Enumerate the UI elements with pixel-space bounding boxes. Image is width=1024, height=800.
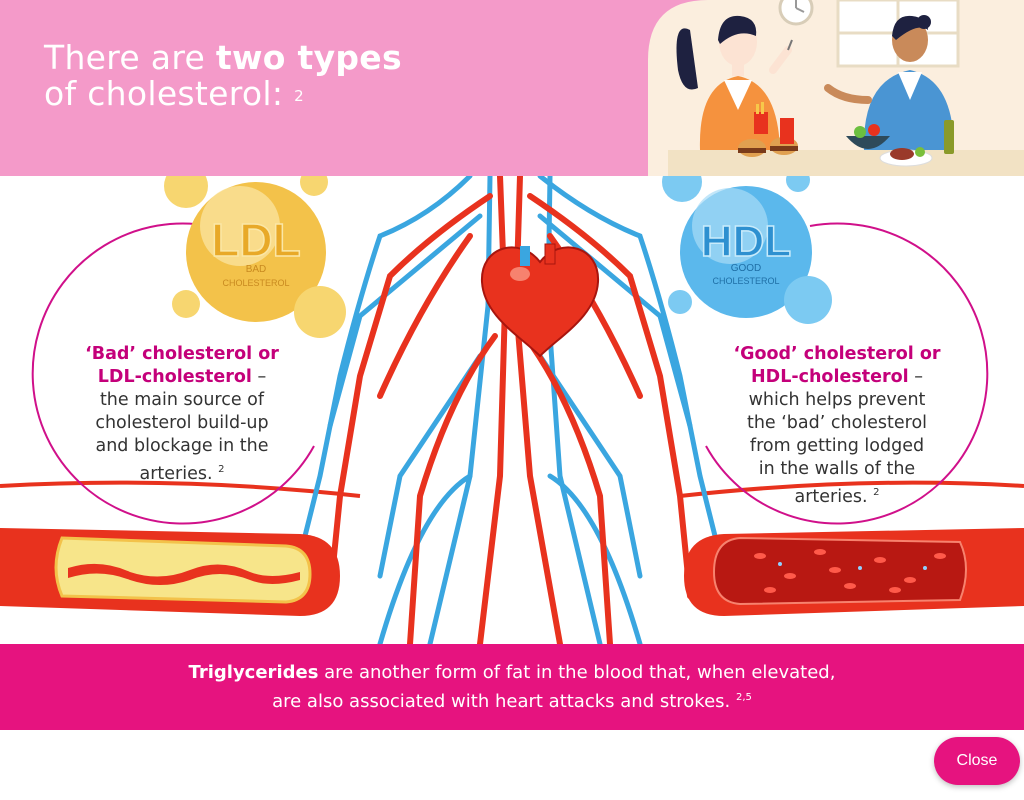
title-line2-text: of cholesterol:: [44, 74, 284, 113]
circulatory-illustration: LDL BAD CHOLESTEROL HDL GOOD CHOLESTEROL: [0, 176, 1024, 644]
ldl-description: ‘Bad’ cholesterol or LDL-cholesterol – t…: [57, 343, 307, 486]
hdl-bubble-sub2: CHOLESTEROL: [712, 276, 779, 286]
heart-icon: [480, 243, 600, 358]
fries-icon: [754, 102, 768, 134]
wall-clock-icon: [778, 0, 814, 26]
oil-bottle-icon: [944, 120, 954, 154]
close-button[interactable]: Close: [934, 737, 1020, 785]
ldl-reference: 2: [218, 464, 225, 475]
triglycerides-banner: Triglycerides are another form of fat in…: [0, 644, 1024, 730]
dining-scene-illustration: [648, 0, 1024, 176]
ldl-text-line3: the main source of: [99, 390, 265, 410]
hdl-description: ‘Good’ cholesterol or HDL-cholesterol – …: [712, 343, 962, 509]
ldl-text-line5: and blockage in the: [95, 436, 269, 456]
soda-cup-icon: [780, 118, 794, 144]
ldl-text-line4: cholesterol build-up: [95, 413, 269, 433]
hdl-bubble-icon: HDL GOOD CHOLESTEROL: [662, 176, 832, 324]
hdl-heading-line2: HDL-cholesterol: [751, 367, 909, 387]
title-reference: 2: [294, 87, 304, 105]
hdl-bubble-sub1: GOOD: [731, 263, 762, 274]
footer-line1: are another form of fat in the blood tha…: [318, 662, 836, 683]
title-text: There are: [44, 38, 216, 77]
hdl-text-line6: in the walls of the: [758, 459, 916, 479]
salad-bowl-icon: [846, 124, 890, 149]
ldl-bubble-sub2: CHOLESTEROL: [222, 278, 289, 288]
hdl-text-line7: arteries.: [794, 486, 868, 507]
hdl-text-line5: from getting lodged: [749, 436, 925, 456]
man-figure-icon: [824, 15, 954, 150]
ldl-heading-line1: ‘Bad’ cholesterol or: [85, 344, 279, 364]
footer-reference: 2,5: [736, 692, 752, 703]
hdl-dash: –: [908, 367, 923, 387]
blocked-artery-icon: [0, 528, 340, 616]
ldl-dash: –: [251, 367, 267, 387]
hdl-bubble-label: HDL: [701, 217, 791, 266]
header-banner: There are two types of cholesterol: 2: [0, 0, 1024, 176]
healthy-artery-icon: [684, 528, 1024, 616]
ldl-bubble-sub1: BAD: [246, 264, 267, 275]
ldl-heading-line2: LDL-cholesterol: [97, 367, 252, 387]
hdl-text-line4: the ‘bad’ cholesterol: [746, 413, 928, 433]
page-title: There are two types of cholesterol: 2: [44, 40, 402, 112]
ldl-text-line6: arteries.: [139, 463, 213, 484]
hdl-reference: 2: [873, 487, 880, 498]
vessel-network-icon: [297, 176, 723, 644]
steak-plate-icon: [879, 147, 933, 167]
hdl-text-line3: which helps prevent: [748, 390, 926, 410]
ldl-bubble-icon: LDL BAD CHOLESTEROL: [164, 176, 346, 338]
title-bold-text: two types: [215, 38, 402, 77]
triglycerides-term: Triglycerides: [188, 662, 319, 683]
woman-figure-icon: [676, 15, 793, 150]
hdl-heading-line1: ‘Good’ cholesterol or: [733, 344, 941, 364]
footer-line2: are also associated with heart attacks a…: [272, 691, 731, 712]
ldl-bubble-label: LDL: [211, 214, 300, 266]
